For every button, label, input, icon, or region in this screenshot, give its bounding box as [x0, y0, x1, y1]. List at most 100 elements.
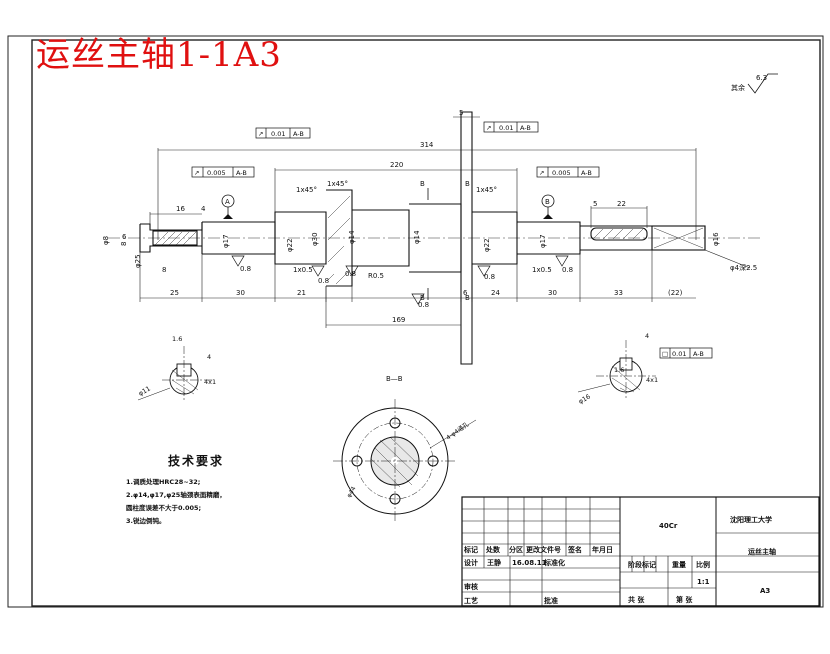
svg-text:0.005: 0.005 — [207, 169, 226, 177]
svg-text:R0.5: R0.5 — [368, 272, 384, 280]
svg-text:6: 6 — [122, 233, 127, 241]
svg-text:A3: A3 — [760, 587, 770, 595]
datum-b: B — [541, 194, 555, 219]
tech-requirement-line: 2.φ14,φ17,φ25轴颈表面精磨， — [126, 491, 226, 499]
svg-text:0.005: 0.005 — [552, 169, 571, 177]
svg-text:A-B: A-B — [293, 130, 304, 138]
svg-text:其余: 其余 — [731, 83, 745, 92]
svg-text:33: 33 — [614, 289, 623, 297]
svg-text:φ14: φ14 — [348, 230, 356, 244]
svg-text:处数: 处数 — [485, 545, 501, 554]
svg-text:φ25: φ25 — [134, 254, 142, 268]
svg-text:5: 5 — [593, 200, 597, 208]
svg-text:6: 6 — [463, 289, 468, 297]
svg-text:0.01: 0.01 — [271, 130, 285, 138]
svg-text:重量: 重量 — [672, 560, 686, 569]
svg-text:φ22: φ22 — [286, 238, 294, 252]
roughness-marks — [231, 255, 569, 305]
svg-text:↗: ↗ — [258, 130, 263, 138]
svg-text:运丝主轴: 运丝主轴 — [748, 547, 776, 556]
svg-text:A-B: A-B — [236, 169, 247, 177]
svg-text:24: 24 — [491, 289, 500, 297]
svg-text:0.8: 0.8 — [484, 273, 495, 281]
svg-text:4: 4 — [207, 353, 211, 361]
svg-text:A-B: A-B — [520, 124, 531, 132]
svg-text:4x1: 4x1 — [646, 376, 658, 384]
dimension-lines — [139, 116, 751, 364]
svg-text:0.8: 0.8 — [562, 266, 573, 274]
tolerance-frame-1: ↗ 0.01 A-B — [255, 127, 311, 139]
svg-text:1x0.5: 1x0.5 — [293, 266, 313, 274]
svg-text:φ44: φ44 — [346, 485, 358, 499]
svg-text:签名: 签名 — [567, 545, 582, 554]
svg-text:沈阳理工大学: 沈阳理工大学 — [730, 515, 772, 524]
svg-text:φ22: φ22 — [483, 238, 491, 252]
svg-text:1x45°: 1x45° — [476, 186, 497, 194]
svg-text:更改文件号: 更改文件号 — [526, 545, 561, 554]
tech-requirement-line: 1.调质处理HRC28~32; — [126, 478, 201, 486]
svg-text:φ4深2.5: φ4深2.5 — [730, 263, 757, 272]
tolerance-frame-3: ↗ 0.005 A-B — [191, 166, 255, 178]
svg-text:16: 16 — [176, 205, 185, 213]
drawing-title: 运丝主轴1-1A3 — [36, 35, 282, 75]
svg-text:0.01: 0.01 — [672, 350, 686, 358]
svg-text:第 张: 第 张 — [676, 595, 693, 604]
detail-section-left — [137, 346, 214, 401]
svg-text:4: 4 — [645, 332, 649, 340]
svg-text:220: 220 — [390, 161, 403, 169]
svg-text:1.6: 1.6 — [172, 335, 182, 343]
svg-text:8: 8 — [120, 242, 128, 246]
svg-text:工艺: 工艺 — [464, 596, 478, 605]
inner-border — [31, 39, 821, 607]
svg-text:25: 25 — [170, 289, 179, 297]
svg-text:A-B: A-B — [581, 169, 592, 177]
section-cut-marks: B B B B — [420, 180, 470, 302]
svg-text:审核: 审核 — [464, 582, 478, 591]
svg-text:A: A — [225, 198, 230, 206]
svg-text:分区: 分区 — [509, 545, 523, 554]
svg-text:φ30: φ30 — [311, 232, 319, 246]
svg-text:B: B — [420, 294, 425, 302]
svg-text:年月日: 年月日 — [592, 545, 613, 554]
svg-text:王静: 王静 — [487, 558, 501, 567]
svg-text:6.3: 6.3 — [756, 74, 767, 82]
svg-text:1.6: 1.6 — [614, 366, 624, 374]
detail-right-texts: 1.6 4 φ16 4x1 — [577, 332, 658, 406]
dimension-texts: 314 220 169 5 5 16 4 8 22 25 30 21 6 24 … — [102, 109, 757, 324]
tech-requirement-line: 圆柱度误差不大于0.005; — [126, 504, 202, 512]
svg-text:4-φ4通孔: 4-φ4通孔 — [445, 420, 471, 441]
section-bb-view — [333, 399, 477, 523]
svg-text:φ16: φ16 — [712, 232, 720, 246]
svg-text:↗: ↗ — [194, 169, 199, 177]
svg-text:B: B — [420, 180, 425, 188]
datum-a: A — [221, 194, 235, 219]
svg-text:φ16: φ16 — [577, 393, 592, 406]
svg-text:批准: 批准 — [544, 596, 558, 605]
detail-section-right — [577, 340, 656, 398]
svg-text:标准化: 标准化 — [543, 558, 565, 567]
svg-text:0.8: 0.8 — [318, 277, 329, 285]
svg-text:B: B — [465, 180, 470, 188]
tolerance-frame-4: ↗ 0.005 A-B — [536, 166, 600, 178]
svg-text:4: 4 — [201, 205, 206, 213]
svg-text:(22): (22) — [668, 289, 683, 297]
svg-text:0.8: 0.8 — [418, 301, 429, 309]
svg-text:1x45°: 1x45° — [296, 186, 317, 194]
svg-text:设计: 设计 — [464, 558, 478, 567]
svg-text:↗: ↗ — [539, 169, 544, 177]
svg-text:21: 21 — [297, 289, 306, 297]
svg-text:B: B — [545, 198, 550, 206]
svg-text:1:1: 1:1 — [697, 578, 710, 586]
svg-text:B: B — [465, 294, 470, 302]
title-block — [461, 496, 820, 607]
svg-text:314: 314 — [420, 141, 434, 149]
svg-text:0.01: 0.01 — [499, 124, 513, 132]
svg-text:φ17: φ17 — [539, 234, 547, 248]
roughness-symbol: 其余 6.3 — [731, 73, 778, 94]
svg-text:40Cr: 40Cr — [659, 522, 678, 530]
svg-text:30: 30 — [236, 289, 245, 297]
svg-text:阶段标记: 阶段标记 — [628, 560, 656, 569]
